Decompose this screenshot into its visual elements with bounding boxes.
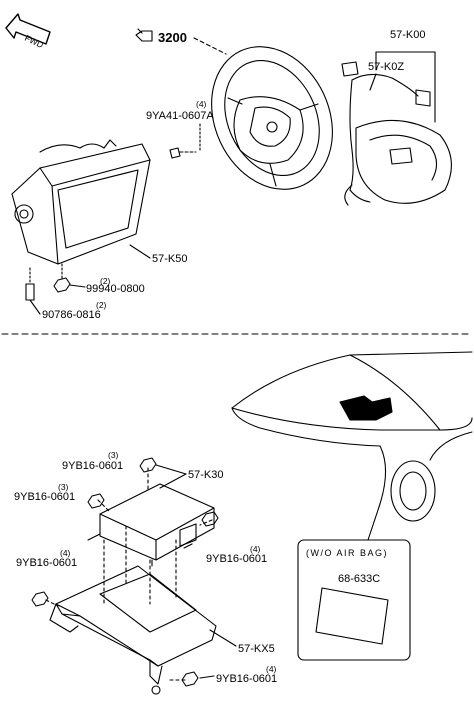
label-57-K0Z: 57-K0Z — [368, 61, 404, 73]
qty-nut-left: (3) — [58, 482, 69, 492]
label-nut-right: 9YB16-0601 — [206, 553, 267, 565]
nut-icon — [53, 277, 71, 293]
nut-icon — [31, 457, 219, 687]
fwd-arrow-icon — [5, 13, 51, 45]
callout-ref-3200: 3200 — [158, 30, 187, 45]
sensor-module — [87, 483, 215, 561]
box-title: (W/O AIR BAG) — [306, 548, 388, 558]
qty-nut-bottom-left: (4) — [60, 548, 71, 558]
label-nut-bottom: 9YB16-0601 — [216, 673, 277, 685]
label-68-633C: 68-633C — [338, 573, 380, 585]
label-9YA41-0607A: 9YA41-0607A — [146, 110, 214, 122]
qty-9YA41: (4) — [196, 99, 207, 109]
qty-99940: (2) — [100, 276, 111, 286]
qty-nut-top: (3) — [108, 450, 119, 460]
label-nut-bottom-left: 9YB16-0601 — [16, 557, 77, 569]
qty-90786: (2) — [96, 300, 107, 310]
label-57-KX5: 57-KX5 — [238, 643, 275, 655]
label-nut-top: 9YB16-0601 — [62, 460, 123, 472]
driver-airbag — [341, 61, 452, 206]
label-99940-0800: 99940-0800 — [86, 283, 145, 295]
module-location-marker — [339, 395, 393, 421]
pointing-hand-icon — [135, 28, 153, 42]
bolt-icon — [25, 267, 35, 301]
passenger-airbag — [11, 139, 151, 265]
mounting-bracket — [49, 565, 217, 695]
qty-nut-bottom: (4) — [266, 664, 277, 674]
label-nut-left: 9YB16-0601 — [14, 491, 75, 503]
steering-wheel — [211, 46, 333, 190]
car-outline — [231, 351, 473, 541]
without-airbag-box — [297, 539, 411, 661]
label-57-K50: 57-K50 — [152, 253, 187, 265]
bolt-icon — [169, 147, 197, 159]
fwd-label: FWD — [23, 33, 45, 50]
label-57-K00: 57-K00 — [390, 29, 425, 41]
label-57-K30: 57-K30 — [188, 469, 223, 481]
label-90786-0816: 90786-0816 — [42, 309, 101, 321]
qty-nut-right: (4) — [250, 544, 261, 554]
